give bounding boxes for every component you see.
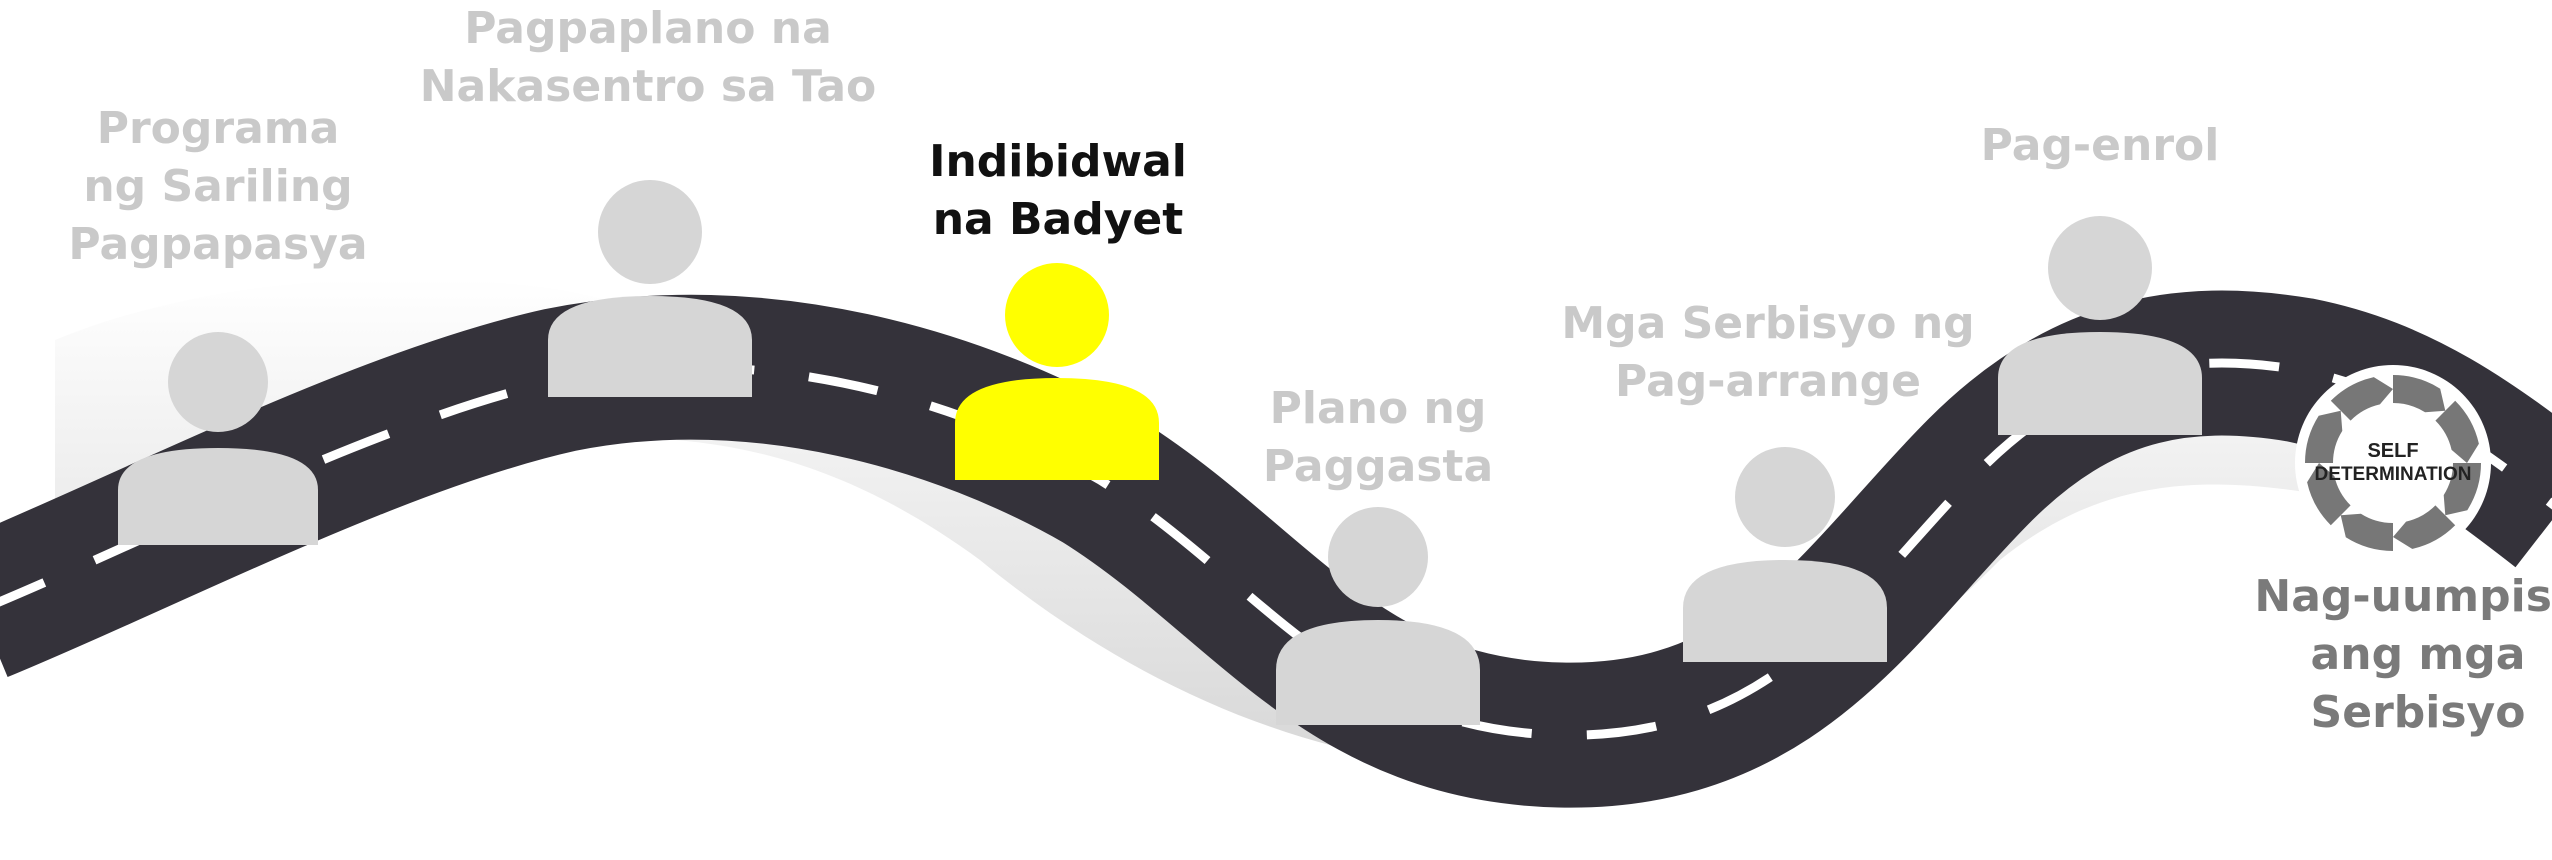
label-line: Pag-arrange [1561,353,1974,411]
label-line: Programa [68,100,367,158]
step-label-indibidwal: Indibidwal na Badyet [929,133,1187,249]
step-label-pag-enrol: Pag-enrol [1981,117,2220,175]
step-label-serbisyo: Mga Serbisyo ng Pag-arrange [1561,295,1974,411]
label-line: Pagpapasya [68,216,367,274]
self-determination-logo: SELF DETERMINATION [2295,365,2491,561]
logo-line-2: DETERMINATION [2315,464,2472,485]
label-line: Indibidwal [929,133,1187,191]
label-line: ng Sariling [68,158,367,216]
step-label-pagpaplano: Pagpaplano na Nakasentro sa Tao [420,0,877,116]
person-icon-pagpaplano [548,180,752,397]
label-line: Paggasta [1263,438,1493,496]
label-line: Pagpaplano na [420,0,877,58]
step-label-nag-uumpisa: Nag-uumpisa ang mga Serbisyo [2254,568,2552,742]
step-label-plano: Plano ng Paggasta [1263,380,1493,496]
label-line: Mga Serbisyo ng [1561,295,1974,353]
label-line: Pag-enrol [1981,117,2220,175]
step-label-programa: Programa ng Sariling Pagpapasya [68,100,367,274]
label-line: Nakasentro sa Tao [420,58,877,116]
label-line: Serbisyo [2254,684,2552,742]
label-line: Nag-uumpisa [2254,568,2552,626]
label-line: Plano ng [1263,380,1493,438]
label-line: ang mga [2254,626,2552,684]
logo-line-1: SELF [2367,440,2418,462]
label-line: na Badyet [929,191,1187,249]
